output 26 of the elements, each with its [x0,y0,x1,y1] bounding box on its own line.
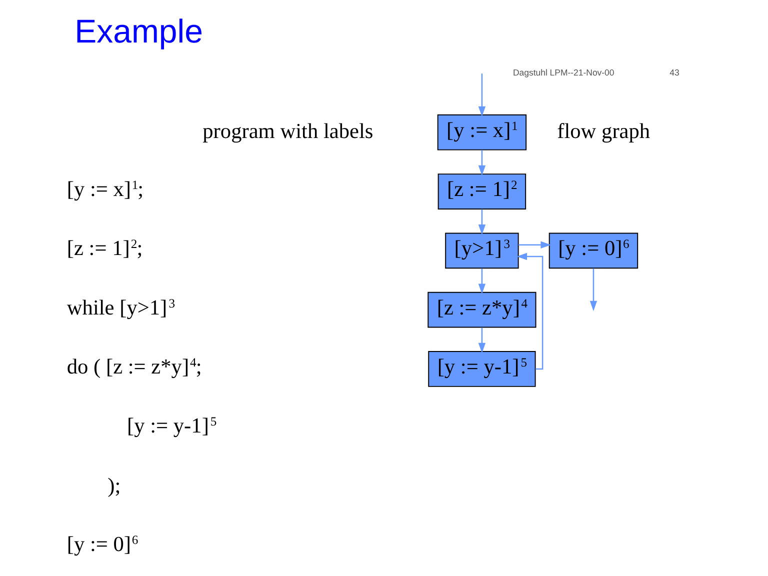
arrow [478,268,486,294]
arrow [516,252,544,370]
label: [y := x]$^{1}$; [66,176,144,201]
label: while [y>1]$^{3}$ [66,295,176,320]
arrow [478,328,486,354]
label: do ( [z := z*y]$^{4}$; [66,354,202,378]
label: program with labels [202,118,374,143]
arrow [518,241,551,248]
label: 43 [670,67,680,78]
label: [z := 1]$^{2}$; [66,236,143,260]
label: [y := y-1]$^{5}$ [127,414,217,438]
label: Dagstuhl LPM--21-Nov-00 [512,67,614,78]
label: flow graph [557,118,650,143]
node-box: [y := x]$^{1}$ [437,114,527,150]
node-box: [y>1]$^{3}$ [445,232,519,269]
node-box: [y := y-1]$^{5}$ [428,351,536,387]
arrow [590,268,598,312]
arrow [478,209,486,235]
arrow [478,150,486,176]
arrow [478,74,486,117]
label: [y := 0]$^{6}$ [66,532,138,556]
node-box: [y := 0]$^{6}$ [548,232,638,269]
diagram-title: Example [74,12,203,50]
label: ); [108,474,121,498]
node-box: [z := z*y]$^{4}$ [428,292,536,328]
node-box: [z := 1]$^{2}$ [438,174,526,210]
